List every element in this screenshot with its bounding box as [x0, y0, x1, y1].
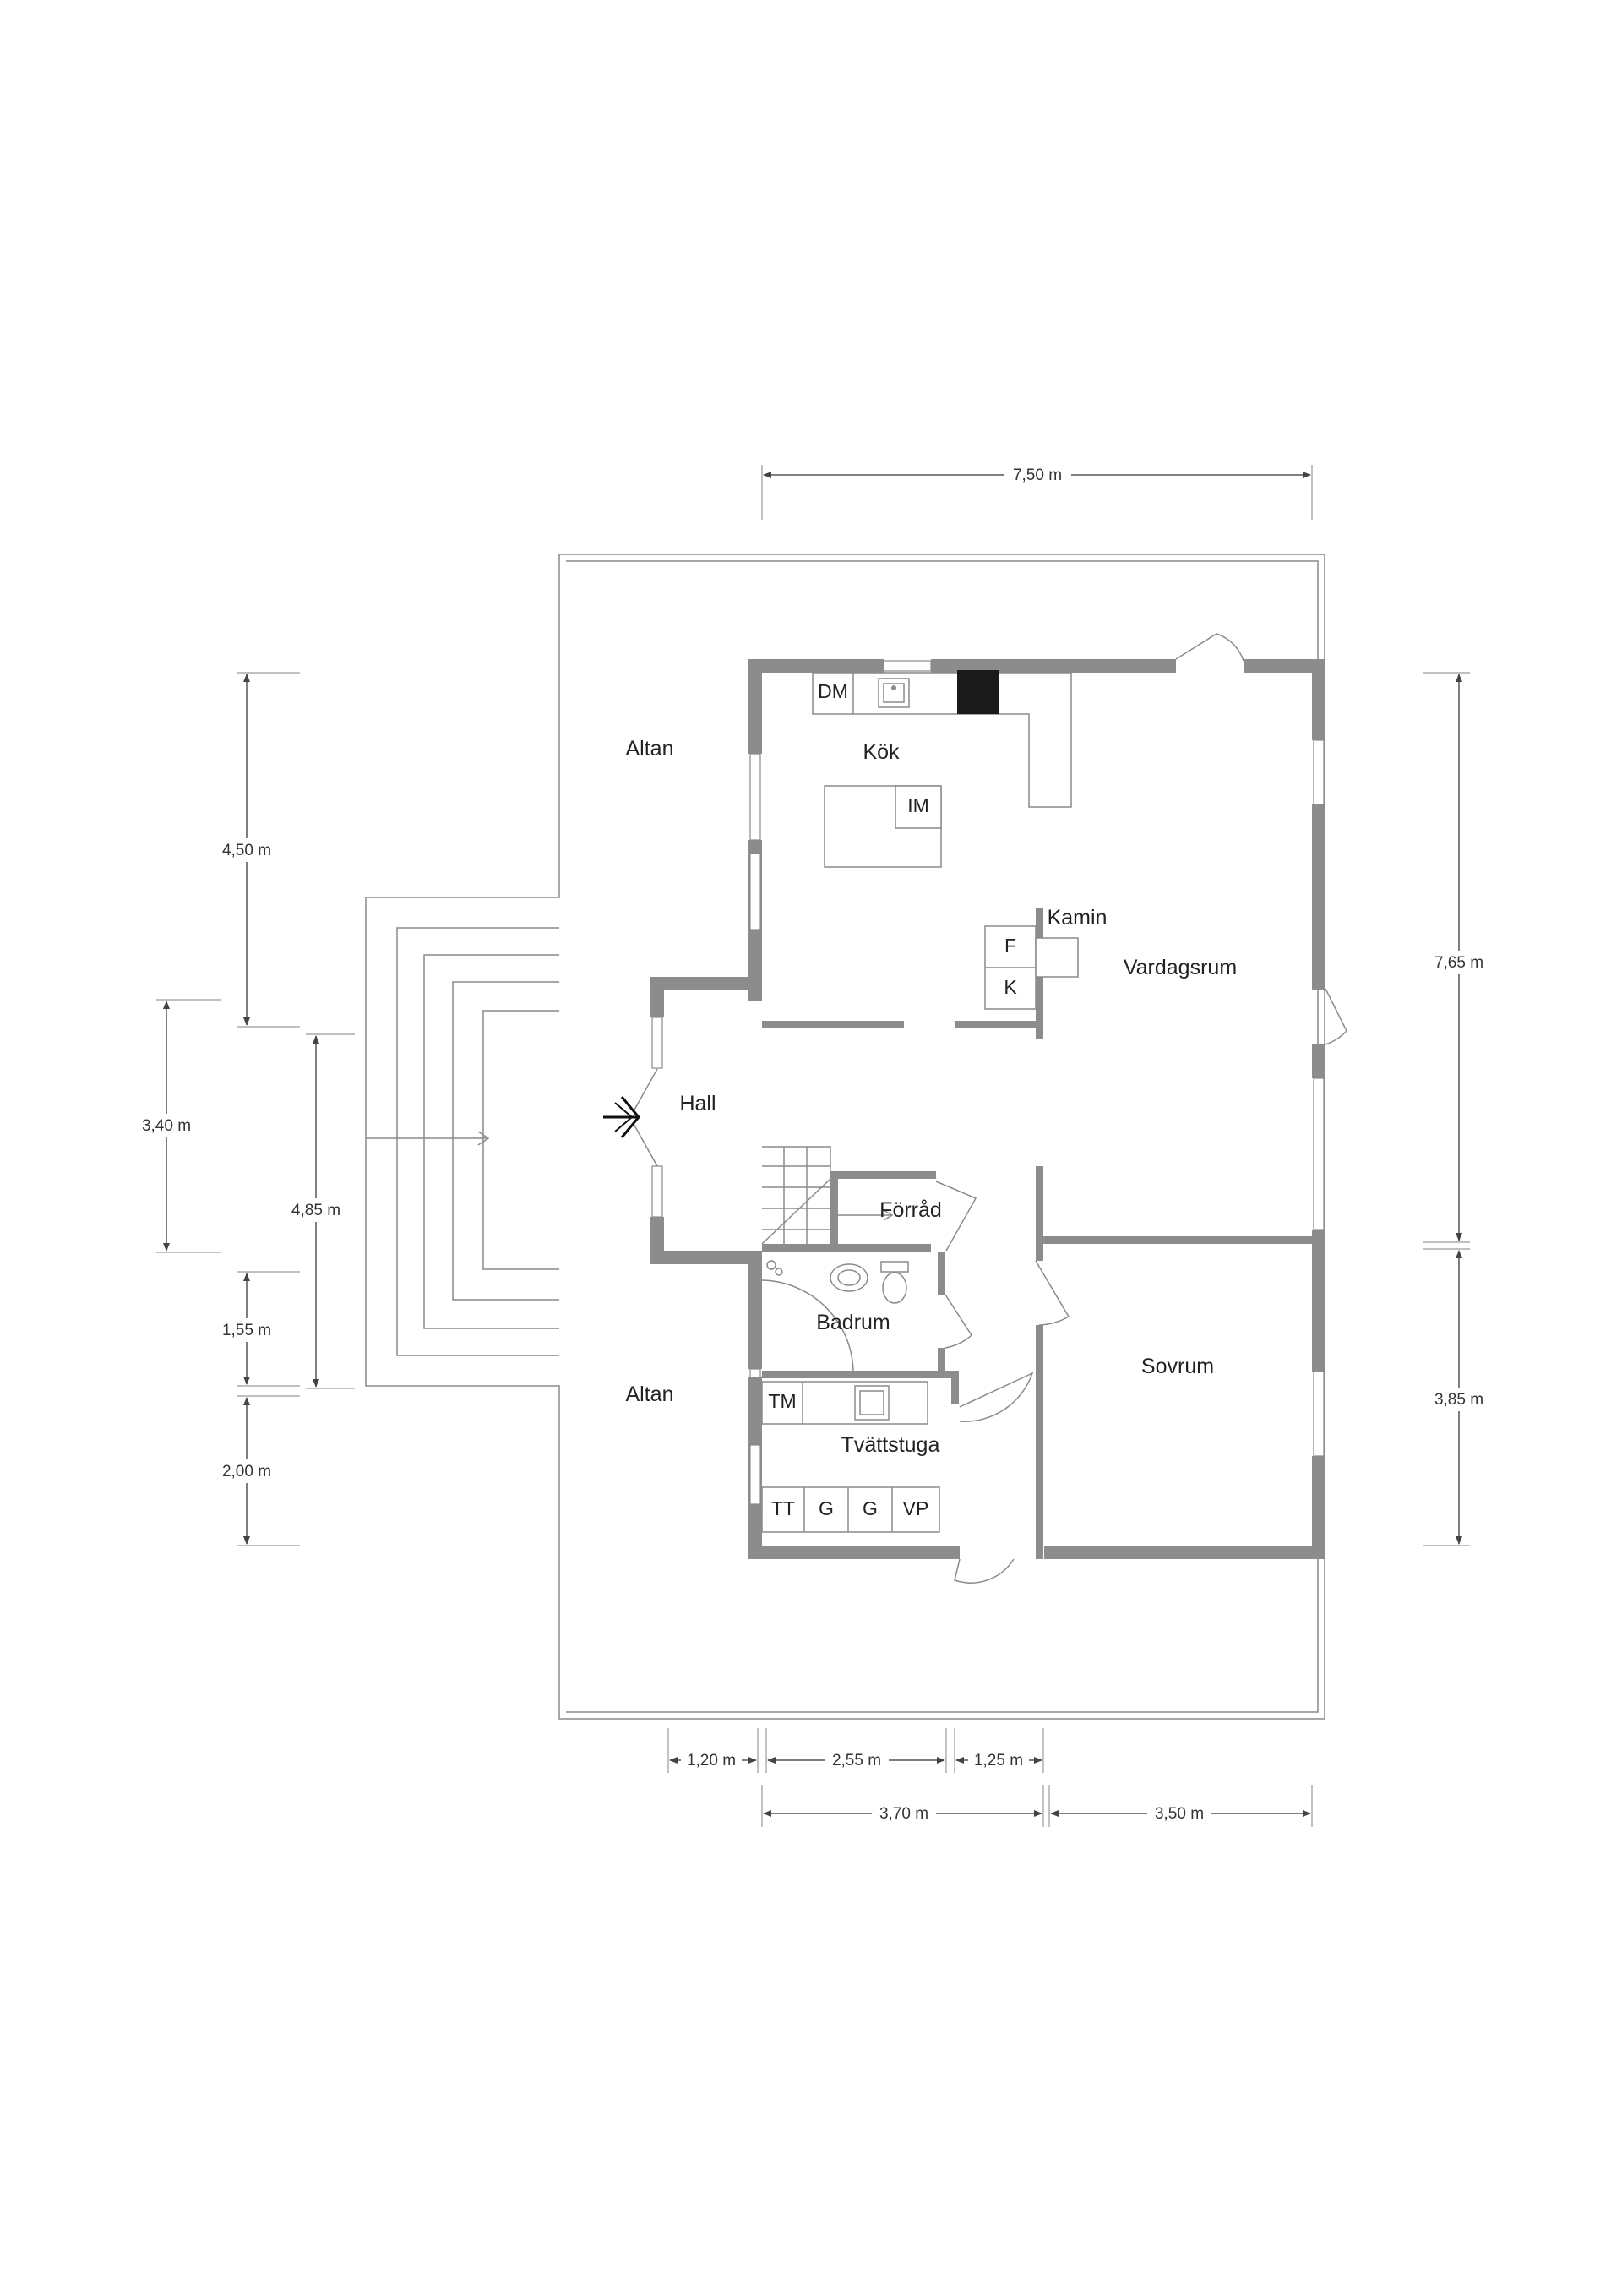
dimension-left-3-40: 3,40 m	[131, 999, 221, 1253]
fixture-label-k: K	[1004, 976, 1017, 998]
dimension-label-3-40: 3,40 m	[142, 1117, 191, 1135]
room-label-vardagsrum: Vardagsrum	[1124, 956, 1237, 979]
deck-outline	[365, 554, 1325, 1720]
room-label-kok: Kök	[863, 740, 900, 764]
stove	[957, 670, 999, 714]
dimension-left-upper: 4,50 m	[213, 672, 300, 1028]
fixture-label-tm: TM	[768, 1390, 796, 1412]
dimension-left-1-55: 1,55 m	[213, 1271, 300, 1387]
dimension-label-2-00: 2,00 m	[222, 1463, 271, 1481]
dimension-label-4-85: 4,85 m	[291, 1202, 340, 1219]
room-label-sovrum: Sovrum	[1141, 1355, 1214, 1378]
dimension-label-1-55: 1,55 m	[222, 1322, 271, 1339]
dimension-label-2-55: 2,55 m	[832, 1752, 881, 1770]
dimension-right-3-85: 3,85 m	[1423, 1248, 1494, 1546]
dimension-label-3-50: 3,50 m	[1155, 1805, 1204, 1823]
room-label-tvattstuga: Tvättstuga	[841, 1433, 940, 1457]
room-label-altan-bottom: Altan	[626, 1383, 674, 1406]
dimension-label-3-70: 3,70 m	[879, 1805, 928, 1823]
dimension-label-4-50: 4,50 m	[222, 842, 271, 859]
kitchen-fixtures	[812, 670, 1072, 868]
dimension-label-1-25: 1,25 m	[974, 1752, 1023, 1770]
fixture-label-g1: G	[819, 1497, 834, 1519]
room-label-forrad: Förråd	[879, 1198, 942, 1222]
dimension-right-7-65: 7,65 m	[1423, 672, 1494, 1243]
interior-walls	[762, 908, 1319, 1559]
fixture-label-f: F	[1004, 935, 1016, 957]
room-label-badrum: Badrum	[816, 1311, 890, 1334]
dimension-label-top: 7,50 m	[1013, 466, 1062, 484]
staircase	[761, 1146, 977, 1252]
dimension-label-1-20: 1,20 m	[687, 1752, 736, 1770]
fixture-label-dm: DM	[818, 680, 848, 702]
bathroom-fixtures	[766, 1260, 909, 1304]
entrance-steps	[366, 927, 559, 1356]
fireplace-fixtures	[984, 925, 1079, 1010]
doors	[761, 633, 1347, 1584]
fixture-label-vp: VP	[903, 1497, 929, 1519]
dimension-label-7-65: 7,65 m	[1434, 954, 1483, 972]
room-label-hall: Hall	[679, 1092, 716, 1115]
room-labels: Altan Altan Kök Vardagsrum Hall Förråd B…	[626, 737, 1238, 1457]
dimension-bottom-row2: 3,70 m 3,50 m	[761, 1785, 1313, 1827]
fixture-labels: DM IM F K TM TT G G VP	[768, 680, 1017, 1519]
dimension-top: 7,50 m	[761, 465, 1313, 520]
windows	[651, 660, 1325, 1505]
fixture-label-tt: TT	[771, 1497, 795, 1519]
dimension-left-4-85: 4,85 m	[282, 1033, 355, 1389]
dimension-bottom-row1: 1,20 m 2,55 m 1,25 m	[667, 1728, 1044, 1773]
dimension-label-3-85: 3,85 m	[1434, 1391, 1483, 1409]
room-label-altan-top: Altan	[626, 737, 674, 761]
dimension-left-2-00: 2,00 m	[213, 1395, 300, 1546]
fixture-label-im: IM	[907, 794, 929, 816]
room-label-kamin: Kamin	[1048, 906, 1108, 930]
entrance-door	[603, 1068, 658, 1167]
laundry-fixtures	[761, 1381, 940, 1533]
fixture-label-g2: G	[863, 1497, 878, 1519]
